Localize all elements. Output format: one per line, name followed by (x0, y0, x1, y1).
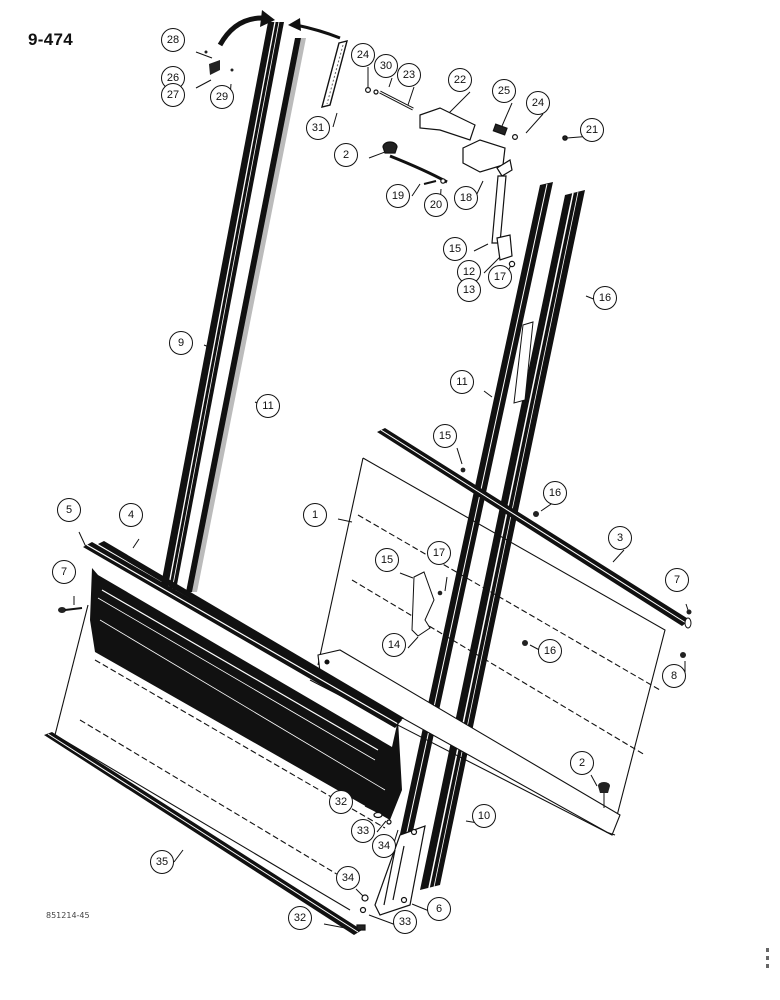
clip-bracket (204, 50, 234, 75)
strip-31 (321, 40, 348, 108)
bottom-seal-35 (44, 732, 362, 935)
callout-18: 18 (454, 186, 478, 210)
glass-run-11-left (186, 38, 306, 592)
callout-6: 6 (427, 897, 451, 921)
callout-2: 2 (334, 143, 358, 167)
rail-3 (377, 428, 692, 629)
callout-17: 17 (488, 265, 512, 289)
callout-16: 16 (543, 481, 567, 505)
callout-4: 4 (119, 503, 143, 527)
callout-20: 20 (424, 193, 448, 217)
channel-9 (160, 21, 284, 591)
callout-16: 16 (593, 286, 617, 310)
callout-32: 32 (329, 790, 353, 814)
callout-14: 14 (382, 633, 406, 657)
bolt-7-left (58, 607, 83, 613)
callout-21: 21 (580, 118, 604, 142)
callout-3: 3 (608, 526, 632, 550)
callout-7: 7 (52, 560, 76, 584)
callout-33: 33 (393, 910, 417, 934)
callout-9: 9 (169, 331, 193, 355)
callout-15: 15 (375, 548, 399, 572)
callout-7: 7 (665, 568, 689, 592)
callout-11: 11 (450, 370, 474, 394)
callout-24: 24 (526, 91, 550, 115)
callout-15: 15 (433, 424, 457, 448)
callout-27: 27 (161, 83, 185, 107)
callout-19: 19 (386, 184, 410, 208)
callout-28: 28 (161, 28, 185, 52)
callout-17: 17 (427, 541, 451, 565)
callout-30: 30 (374, 54, 398, 78)
callout-32: 32 (288, 906, 312, 930)
callout-13: 13 (457, 278, 481, 302)
callout-15: 15 (443, 237, 467, 261)
callout-22: 22 (448, 68, 472, 92)
callout-33: 33 (351, 819, 375, 843)
callout-24: 24 (351, 43, 375, 67)
callout-8: 8 (662, 664, 686, 688)
callout-35: 35 (150, 850, 174, 874)
callout-10: 10 (472, 804, 496, 828)
right-hardware (411, 467, 692, 658)
callout-34: 34 (336, 866, 360, 890)
black-kick-panel (90, 568, 402, 820)
callout-29: 29 (210, 85, 234, 109)
callout-25: 25 (492, 79, 516, 103)
callout-23: 23 (397, 63, 421, 87)
figure-code: 851214-45 (46, 911, 90, 920)
callout-2: 2 (570, 751, 594, 775)
page-number: 9-474 (28, 30, 73, 49)
callout-31: 31 (306, 116, 330, 140)
knob-2 (598, 782, 610, 808)
latch-assembly (365, 86, 568, 268)
curved-arrows (217, 10, 341, 47)
panel-1 (309, 457, 666, 836)
callout-34: 34 (372, 834, 396, 858)
callout-11: 11 (256, 394, 280, 418)
hinge-plate-6 (356, 811, 426, 931)
upper-door-rail (83, 541, 404, 728)
margin-marks (766, 948, 770, 978)
callout-5: 5 (57, 498, 81, 522)
callout-1: 1 (303, 503, 327, 527)
callout-16: 16 (538, 639, 562, 663)
glass-run-11-right (397, 182, 553, 848)
